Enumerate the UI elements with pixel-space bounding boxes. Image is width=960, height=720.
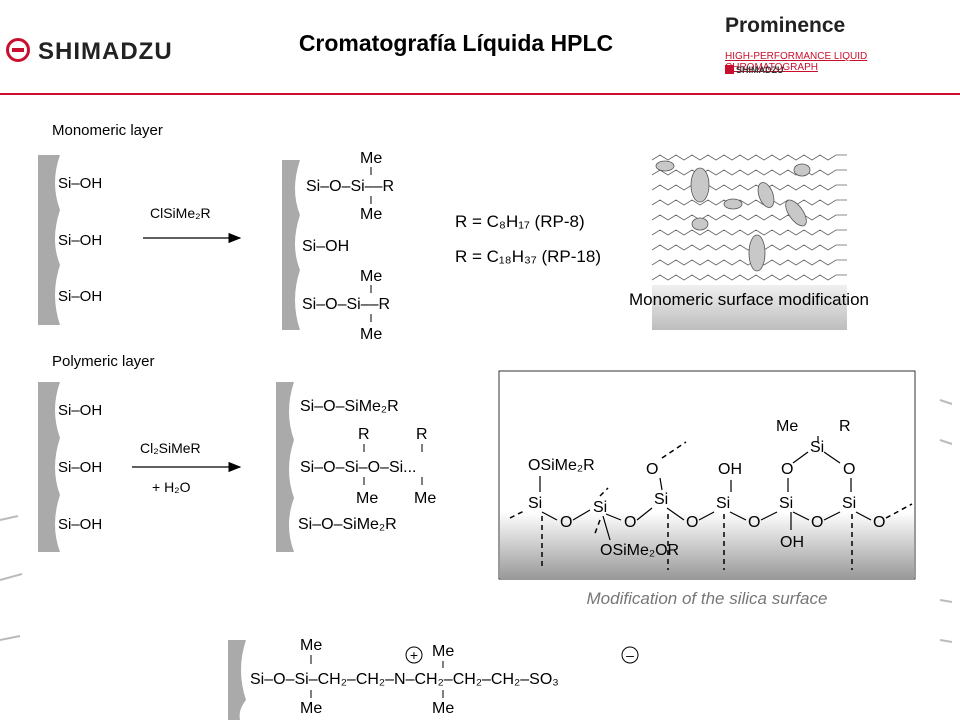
monomeric-section-label: Monomeric layer [52, 122, 163, 139]
polymeric-section-label: Polymeric layer [52, 353, 155, 370]
svg-text:Si: Si [528, 495, 542, 512]
monomeric-surface-illustration: Monomeric surface modification [629, 150, 869, 330]
polymeric-surface-illustration: OSiMe₂R Si O Si O Si O Si O Si O Si O O … [498, 370, 916, 580]
svg-text:O: O [646, 461, 658, 478]
svg-text:Si–O–Si–O–Si...: Si–O–Si–O–Si... [300, 459, 417, 476]
svg-text:Me: Me [432, 700, 454, 717]
positive-charge-icon [405, 646, 423, 664]
polymeric-product-structure: Si–O–SiMe₂R R R Si–O–Si–O–Si... Me Me Si… [298, 398, 436, 533]
svg-text:Me: Me [356, 490, 378, 507]
svg-text:OH: OH [780, 534, 804, 551]
negative-charge-icon [621, 646, 639, 664]
r-definition-rp18: R = C₁₈H₃₇ (RP-18) [455, 247, 601, 266]
svg-text:OH: OH [718, 461, 742, 478]
page-title: Cromatografía Líquida HPLC [298, 30, 614, 56]
product-company-label: SHIMADZU [736, 65, 784, 75]
silica-support [38, 155, 60, 325]
svg-text:Me: Me [360, 150, 382, 167]
svg-text:Si–O–Si–CH₂–CH₂–N–CH₂–CH₂–CH₂–: Si–O–Si–CH₂–CH₂–N–CH₂–CH₂–CH₂–SO₃ [250, 671, 559, 688]
svg-text:Me: Me [360, 206, 382, 223]
svg-text:O: O [748, 514, 760, 531]
svg-text:Me: Me [360, 268, 382, 285]
svg-text:R: R [416, 426, 428, 443]
monomeric-product-structure: Me Si–O–Si––R Me Si–OH Me Si–O–Si––R Me [302, 150, 394, 343]
svg-text:O: O [873, 514, 885, 531]
positive-charge-label: + [410, 647, 418, 663]
r-definition-rp8: R = C₈H₁₇ (RP-8) [455, 212, 585, 231]
negative-charge-label: – [626, 647, 634, 663]
reagent-label: Cl₂SiMeR [140, 440, 201, 456]
product-tagline: HIGH-PERFORMANCE LIQUID CHROMATOGRAPH [725, 51, 868, 73]
svg-text:Si: Si [810, 439, 824, 456]
silica-support [38, 382, 60, 552]
reagent-label-water: + H₂O [152, 479, 191, 495]
header-divider [0, 93, 960, 95]
svg-text:Me: Me [776, 418, 798, 435]
svg-text:Me: Me [414, 490, 436, 507]
surface-group: Si–OH [58, 288, 102, 305]
silica-support [276, 382, 294, 552]
surface-group: Si–OH [58, 175, 102, 192]
svg-text:Si–O–Si––R: Si–O–Si––R [306, 178, 394, 195]
svg-text:R: R [839, 418, 851, 435]
product-name: Prominence [725, 14, 846, 37]
svg-text:O: O [781, 461, 793, 478]
svg-text:Si: Si [593, 499, 607, 516]
svg-text:O: O [560, 514, 572, 531]
svg-text:Me: Me [300, 637, 322, 654]
surface-group: Si–OH [58, 459, 102, 476]
svg-text:Si–O–SiMe₂R: Si–O–SiMe₂R [300, 398, 399, 415]
product-company-logo: SHIMADZU [725, 65, 784, 75]
reagent-label: ClSiMe₂R [150, 205, 211, 221]
svg-text:O: O [686, 514, 698, 531]
svg-text:Me: Me [432, 643, 454, 660]
svg-text:Si–O–Si––R: Si–O–Si––R [302, 296, 390, 313]
svg-text:O: O [811, 514, 823, 531]
svg-text:Si: Si [654, 491, 668, 508]
svg-text:Me: Me [360, 326, 382, 343]
surface-group: Si–OH [58, 232, 102, 249]
company-logo: SHIMADZU [38, 38, 173, 65]
svg-text:Si: Si [716, 495, 730, 512]
svg-text:O: O [624, 514, 636, 531]
shimadzu-mark-icon [725, 65, 734, 74]
shimadzu-logo-icon [6, 38, 30, 62]
svg-text:R: R [358, 426, 370, 443]
zwitterionic-structure: Me Si–O–Si–CH₂–CH₂–N–CH₂–CH₂–CH₂–SO₃ Me … [250, 637, 559, 717]
decorative-edge-marks [0, 399, 953, 643]
svg-text:Me: Me [300, 700, 322, 717]
silica-support [282, 160, 300, 330]
svg-text:Si–O–SiMe₂R: Si–O–SiMe₂R [298, 516, 397, 533]
surface-group: Si–OH [58, 402, 102, 419]
svg-text:Si–OH: Si–OH [302, 238, 349, 255]
svg-text:O: O [843, 461, 855, 478]
polymeric-caption: Modification of the silica surface [587, 589, 828, 608]
svg-text:Si: Si [779, 495, 793, 512]
svg-text:OSiMe₂OR: OSiMe₂OR [600, 542, 679, 559]
svg-text:Si: Si [842, 495, 856, 512]
silica-support [228, 640, 246, 720]
surface-group: Si–OH [58, 516, 102, 533]
svg-text:OSiMe₂R: OSiMe₂R [528, 457, 595, 474]
monomeric-caption: Monomeric surface modification [629, 290, 869, 309]
